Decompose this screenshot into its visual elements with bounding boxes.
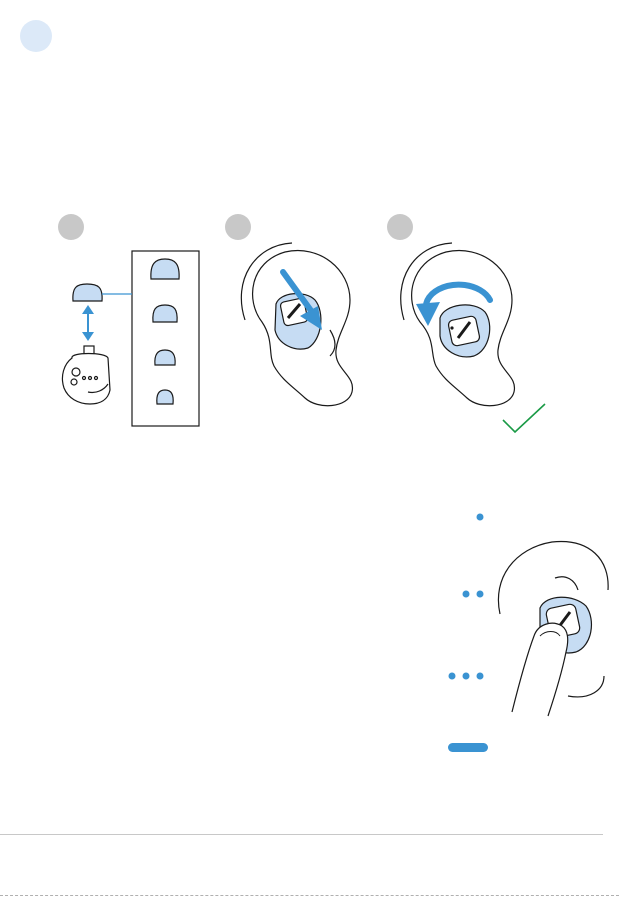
press-hold-icon (448, 743, 488, 752)
triple-tap-icon (449, 673, 456, 680)
tap-indicators (448, 514, 488, 753)
single-tap-icon (477, 514, 484, 521)
page-bottom-edge (0, 895, 619, 896)
double-tap-icon (463, 591, 470, 598)
footer-divider (0, 834, 603, 835)
finger (512, 623, 568, 716)
